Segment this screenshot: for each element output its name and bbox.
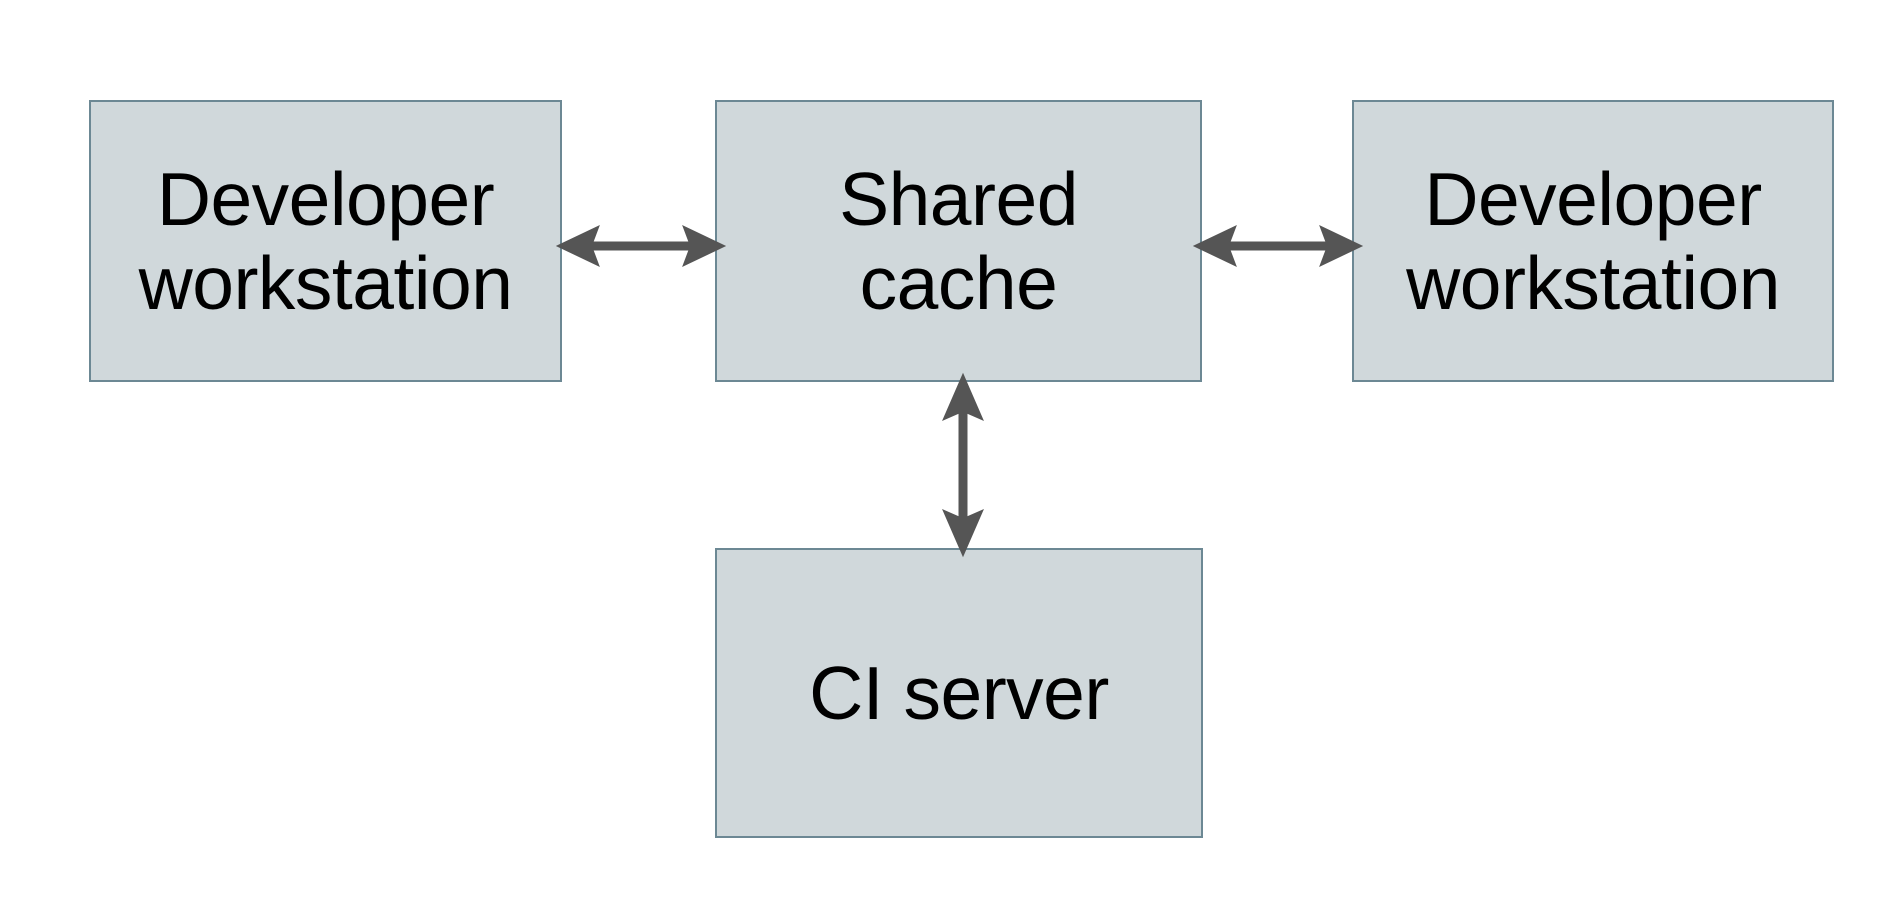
edge-shared-cache-to-ci-server	[932, 372, 994, 558]
bidirectional-arrow-horizontal-icon	[1192, 225, 1364, 267]
edge-developer-workstation-left-to-shared-cache	[555, 215, 727, 277]
node-shared-cache[interactable]: Shared cache	[715, 100, 1202, 382]
edge-shared-cache-to-developer-workstation-right	[1192, 215, 1364, 277]
node-label: Developer workstation	[1406, 157, 1780, 325]
node-developer-workstation-right[interactable]: Developer workstation	[1352, 100, 1834, 382]
bidirectional-arrow-vertical-icon	[942, 372, 984, 558]
bidirectional-arrow-horizontal-icon	[555, 225, 727, 267]
node-label: CI server	[809, 651, 1109, 735]
node-label: Shared cache	[839, 157, 1078, 325]
node-ci-server[interactable]: CI server	[715, 548, 1203, 838]
node-developer-workstation-left[interactable]: Developer workstation	[89, 100, 562, 382]
node-label: Developer workstation	[138, 157, 513, 325]
